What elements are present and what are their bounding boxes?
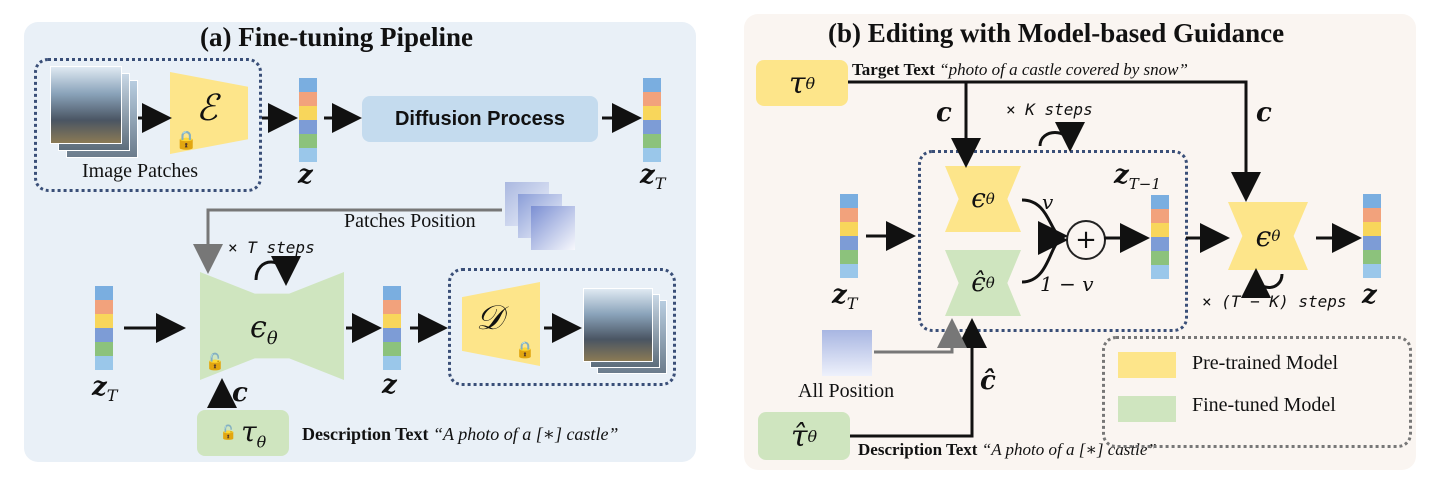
unlock-icon: 🔓 (205, 354, 225, 371)
t-steps-label: × T steps (228, 238, 315, 257)
latent-bar-z (299, 78, 317, 162)
z-b-output-label: z (1362, 280, 1377, 310)
latent-bar-z-T-minus-1 (1151, 195, 1169, 279)
latent-bar-zT-b (840, 194, 858, 278)
zT-label: zT (640, 160, 666, 194)
decoder-block (462, 282, 540, 366)
zT-b-label: zT (832, 280, 858, 314)
k-steps-label: × K steps (1006, 100, 1093, 119)
unet-symbol: ϵθ (250, 310, 278, 349)
diffusion-process-label: Diffusion Process (394, 107, 566, 130)
target-text: Target Text “photo of a castle covered b… (852, 60, 1188, 79)
latent-bar-zT (643, 78, 661, 162)
legend-finetuned-swatch (1118, 396, 1176, 422)
text-encoder-description-b: τ̂θ (758, 412, 850, 460)
z-label: z (298, 160, 313, 190)
all-position-label: All Position (798, 380, 895, 402)
encoder-symbol: ℰ (196, 88, 218, 129)
tau-symbol-a: τθ (241, 414, 267, 452)
panel-b-title: (b) Editing with Model-based Guidance (828, 18, 1285, 48)
tk-steps-label: × (T − K) steps (1202, 292, 1347, 311)
z-output-label: z (382, 370, 397, 400)
one-minus-v-label: 1 − v (1040, 272, 1094, 296)
legend-finetuned-label: Fine-tuned Model (1192, 394, 1336, 416)
output-image-thumbnail (583, 288, 667, 374)
image-patches-thumbnail (50, 66, 140, 158)
legend (1102, 336, 1412, 448)
c-hat-label: ĉ (980, 366, 996, 396)
patches-position-thumbnail (505, 182, 575, 252)
c-label-b-right: c (1256, 98, 1272, 128)
c-label-b-left: c (936, 98, 952, 128)
encoder-block (170, 72, 248, 154)
zT-input-label: zT (92, 372, 118, 406)
patches-position-label: Patches Position (344, 210, 476, 232)
text-encoder-block-a: 🔓 τθ (197, 410, 289, 456)
encoder-group (34, 58, 262, 192)
latent-bar-zT-input (95, 286, 113, 370)
v-label: v (1042, 190, 1054, 214)
z-T-minus-1-label: zT−1 (1114, 160, 1161, 194)
decoder-group (448, 268, 676, 386)
legend-pretrained-swatch (1118, 352, 1176, 378)
description-text-a: Description Text “A photo of a [∗] castl… (302, 424, 619, 444)
latent-bar-z-output (383, 286, 401, 370)
panel-a-title: (a) Fine-tuning Pipeline (200, 22, 474, 52)
lock-icon: 🔒 (175, 130, 198, 150)
sum-node: + (1066, 220, 1106, 260)
diffusion-process-block: Diffusion Process (362, 96, 598, 142)
image-patches-label: Image Patches (82, 160, 199, 182)
latent-bar-z-b-output (1363, 194, 1381, 278)
legend-pretrained-label: Pre-trained Model (1192, 352, 1339, 374)
unlock-icon-text-encoder: 🔓 (219, 425, 238, 441)
c-label-a: c (232, 378, 248, 408)
all-position-thumbnail (822, 330, 872, 376)
decoder-symbol: 𝒟 (476, 298, 504, 338)
decoder-lock-icon: 🔒 (515, 342, 535, 359)
